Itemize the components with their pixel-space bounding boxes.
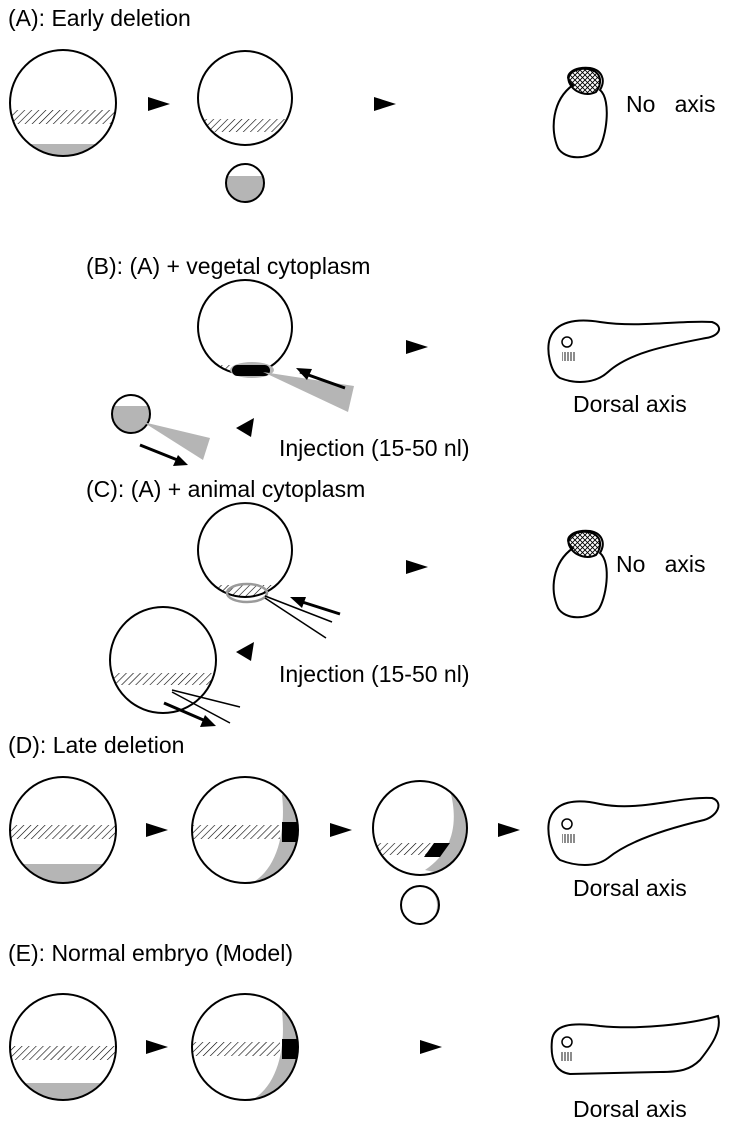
- egg-b1: [197, 279, 293, 378]
- arrow-icon: [148, 97, 170, 111]
- egg-a1: [9, 49, 117, 157]
- outcome-c: No axis: [616, 551, 705, 577]
- panel-e-title: (E): Normal embryo (Model): [8, 940, 293, 966]
- injection-label-b: Injection (15-50 nl): [279, 435, 470, 461]
- egg-e2: [191, 993, 299, 1101]
- outcome-a: No axis: [626, 91, 715, 117]
- panel-c: (C): (A) + animal cytoplasm Injection (1…: [86, 476, 705, 727]
- egg-a2: [197, 50, 293, 146]
- injection-needle: [263, 372, 354, 412]
- arrow-icon: [498, 823, 520, 837]
- arrow-icon: [420, 1040, 442, 1054]
- egg-d2: [191, 776, 299, 884]
- arrow-icon: [146, 823, 168, 837]
- embryo-no-axis-a: [552, 66, 608, 159]
- outcome-e: Dorsal axis: [573, 1096, 687, 1122]
- arrow-icon: [406, 560, 428, 574]
- arrow-icon: [146, 1040, 168, 1054]
- arrowhead-icon: [236, 642, 254, 661]
- donor-egg-c: [109, 606, 217, 714]
- arrow-out: [139, 443, 181, 463]
- injected-vegetal-cytoplasm: [232, 365, 270, 376]
- panel-d-title: (D): Late deletion: [8, 732, 184, 758]
- panel-e: (E): Normal embryo (Model) Dorsal axis: [8, 940, 720, 1122]
- tadpole-d: [547, 796, 720, 866]
- deleted-vegetal-fragment-a: [225, 163, 265, 203]
- egg-d3: [372, 780, 468, 876]
- arrow-icon: [330, 823, 352, 837]
- egg-d1: [9, 776, 117, 884]
- arrowhead-icon: [236, 418, 254, 437]
- egg-e1: [9, 993, 117, 1101]
- panel-b: (B): (A) + vegetal cytoplasm Injection (…: [86, 253, 721, 466]
- embryo-no-axis-c: [552, 529, 608, 619]
- outcome-d: Dorsal axis: [573, 875, 687, 901]
- arrow-icon: [374, 97, 396, 111]
- panel-c-title: (C): (A) + animal cytoplasm: [86, 476, 365, 502]
- egg-c1: [197, 502, 293, 604]
- arrow-icon: [406, 340, 428, 354]
- donor-fragment-b: [111, 394, 210, 460]
- panel-b-title: (B): (A) + vegetal cytoplasm: [86, 253, 370, 279]
- tadpole-e: [550, 1014, 720, 1076]
- injected-animal-cytoplasm: [225, 582, 269, 604]
- panel-a-title: (A): Early deletion: [8, 5, 191, 31]
- deleted-fragment-d: [400, 885, 440, 925]
- panel-d: (D): Late deletion: [8, 732, 720, 925]
- arrow-out: [163, 701, 209, 724]
- tadpole-b: [547, 319, 721, 383]
- panel-a: (A): Early deletion No axis: [8, 5, 715, 203]
- outcome-b: Dorsal axis: [573, 391, 687, 417]
- injection-label-c: Injection (15-50 nl): [279, 661, 470, 687]
